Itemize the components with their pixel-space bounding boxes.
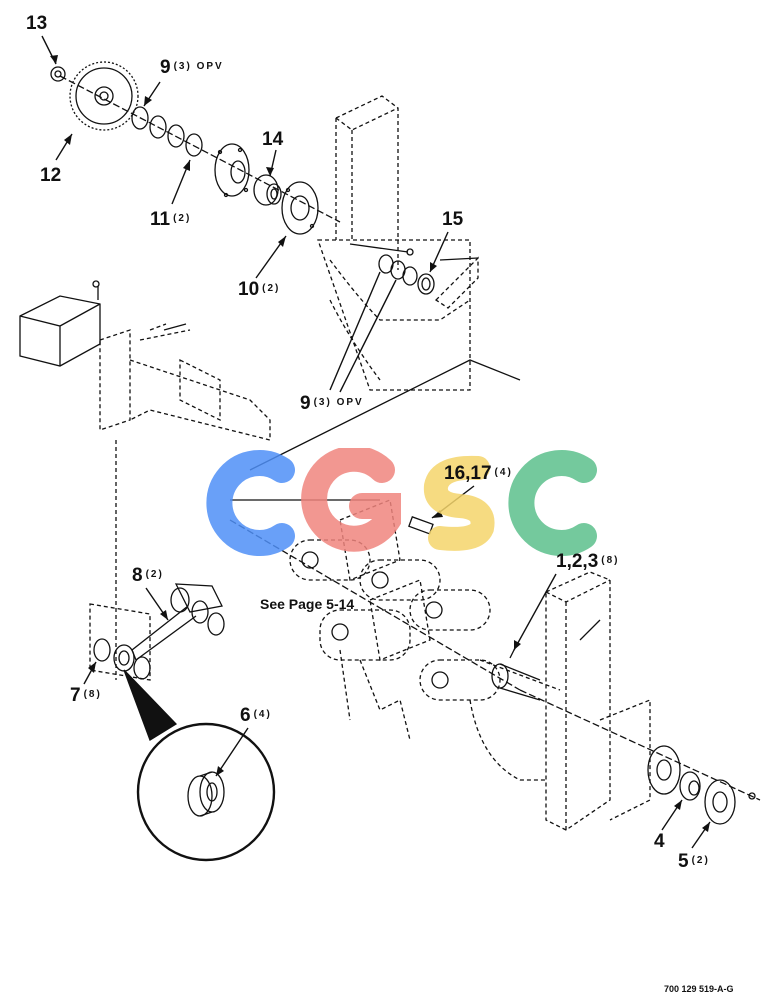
callout-number: 13 [26, 13, 48, 34]
callout-5: 5(2) [678, 852, 710, 871]
idler-plate [89, 603, 151, 681]
logo-letter-c-blue [206, 450, 295, 556]
leader-guide-upper [249, 359, 521, 471]
cgsc-watermark-logo [206, 448, 597, 556]
bushing-15 [417, 273, 435, 295]
flange-5 [704, 779, 736, 825]
callout-number: 7 [70, 685, 81, 706]
bolt-16-17 [408, 516, 434, 535]
callout-number: 11 [150, 209, 171, 230]
bolt-left-top [163, 323, 187, 331]
sprocket-12 [69, 61, 139, 131]
upper-right-plate [439, 257, 479, 261]
callout-qty: (2) [262, 283, 281, 294]
flange-lower [647, 745, 681, 795]
callout-9-upper: 9(3) OPV [160, 58, 224, 77]
callout-16-17: 16,17(4) [444, 464, 513, 483]
callout-9-lower: 9(3) OPV [300, 394, 364, 413]
nut-lower [748, 792, 756, 800]
washers-9-upper [131, 106, 203, 157]
callout-qty: (2) [691, 855, 710, 866]
detail-circle [136, 722, 276, 862]
callout-qty: (8) [83, 689, 102, 700]
callout-qty: (3) OPV [313, 397, 364, 408]
callout-qty: (4) [494, 467, 513, 478]
bearing-6 [187, 771, 225, 817]
washers-9-right [378, 254, 418, 286]
detail-pointer [123, 669, 178, 741]
callout-4: 4 [654, 832, 665, 851]
leader-lines [41, 35, 711, 849]
callout-7: 7(8) [70, 686, 102, 705]
callout-12: 12 [40, 166, 61, 185]
document-id: 700 129 519-A-G [664, 984, 734, 994]
callout-number: 16,17 [444, 463, 492, 484]
idler-arm-8 [131, 583, 225, 662]
callout-number: 6 [240, 705, 251, 726]
callout-8: 8(2) [132, 566, 164, 585]
lower-right-frame [469, 571, 651, 831]
callout-qty: (8) [601, 555, 620, 566]
center-drive-assembly [289, 499, 501, 741]
callout-number: 10 [238, 279, 260, 300]
left-frame-arm [99, 323, 271, 680]
callout-15: 15 [442, 210, 463, 229]
upper-frame-upright [317, 95, 471, 391]
callout-14: 14 [262, 130, 283, 149]
callout-13: 13 [26, 14, 47, 33]
see-page-note: See Page 5-14 [260, 596, 355, 612]
callout-number: 4 [654, 831, 665, 852]
center-sprockets [301, 551, 449, 689]
callout-number: 15 [442, 209, 464, 230]
logo-letter-s-yellow [423, 455, 495, 551]
callout-number: 9 [300, 393, 311, 414]
bolt-upper [349, 243, 409, 253]
idler-bearings-7 [93, 638, 151, 680]
callout-number: 9 [160, 57, 171, 78]
lower-shaft-centerline [519, 689, 761, 801]
callout-qty: (2) [145, 569, 164, 580]
callout-number: 1,2,3 [556, 551, 599, 572]
flange-10 [281, 181, 319, 235]
callout-qty: (4) [253, 709, 272, 720]
callout-number: 12 [40, 165, 62, 186]
callout-11: 11(2) [150, 210, 191, 229]
lower-stub-shaft [491, 663, 541, 701]
callout-number: 14 [262, 129, 284, 150]
callout-number: 5 [678, 851, 689, 872]
flange-11 [214, 143, 250, 198]
callout-1-2-3: 1,2,3(8) [556, 552, 620, 571]
logo-letter-c-green [508, 450, 597, 556]
bearing-4 [679, 771, 701, 801]
callout-qty: (3) OPV [173, 61, 224, 72]
callout-10: 10(2) [238, 280, 280, 299]
bolt-head-upper [406, 248, 414, 256]
upper-right-plate-outline [434, 256, 479, 309]
callout-6: 6(4) [240, 706, 272, 725]
upper-shaft-centerline [59, 75, 341, 223]
left-frame-housing [19, 280, 101, 367]
logo-letter-g-red [301, 448, 401, 552]
bearing-14 [253, 174, 282, 206]
callout-qty: (2) [173, 213, 192, 224]
callout-number: 8 [132, 565, 143, 586]
nut-13 [50, 66, 66, 82]
